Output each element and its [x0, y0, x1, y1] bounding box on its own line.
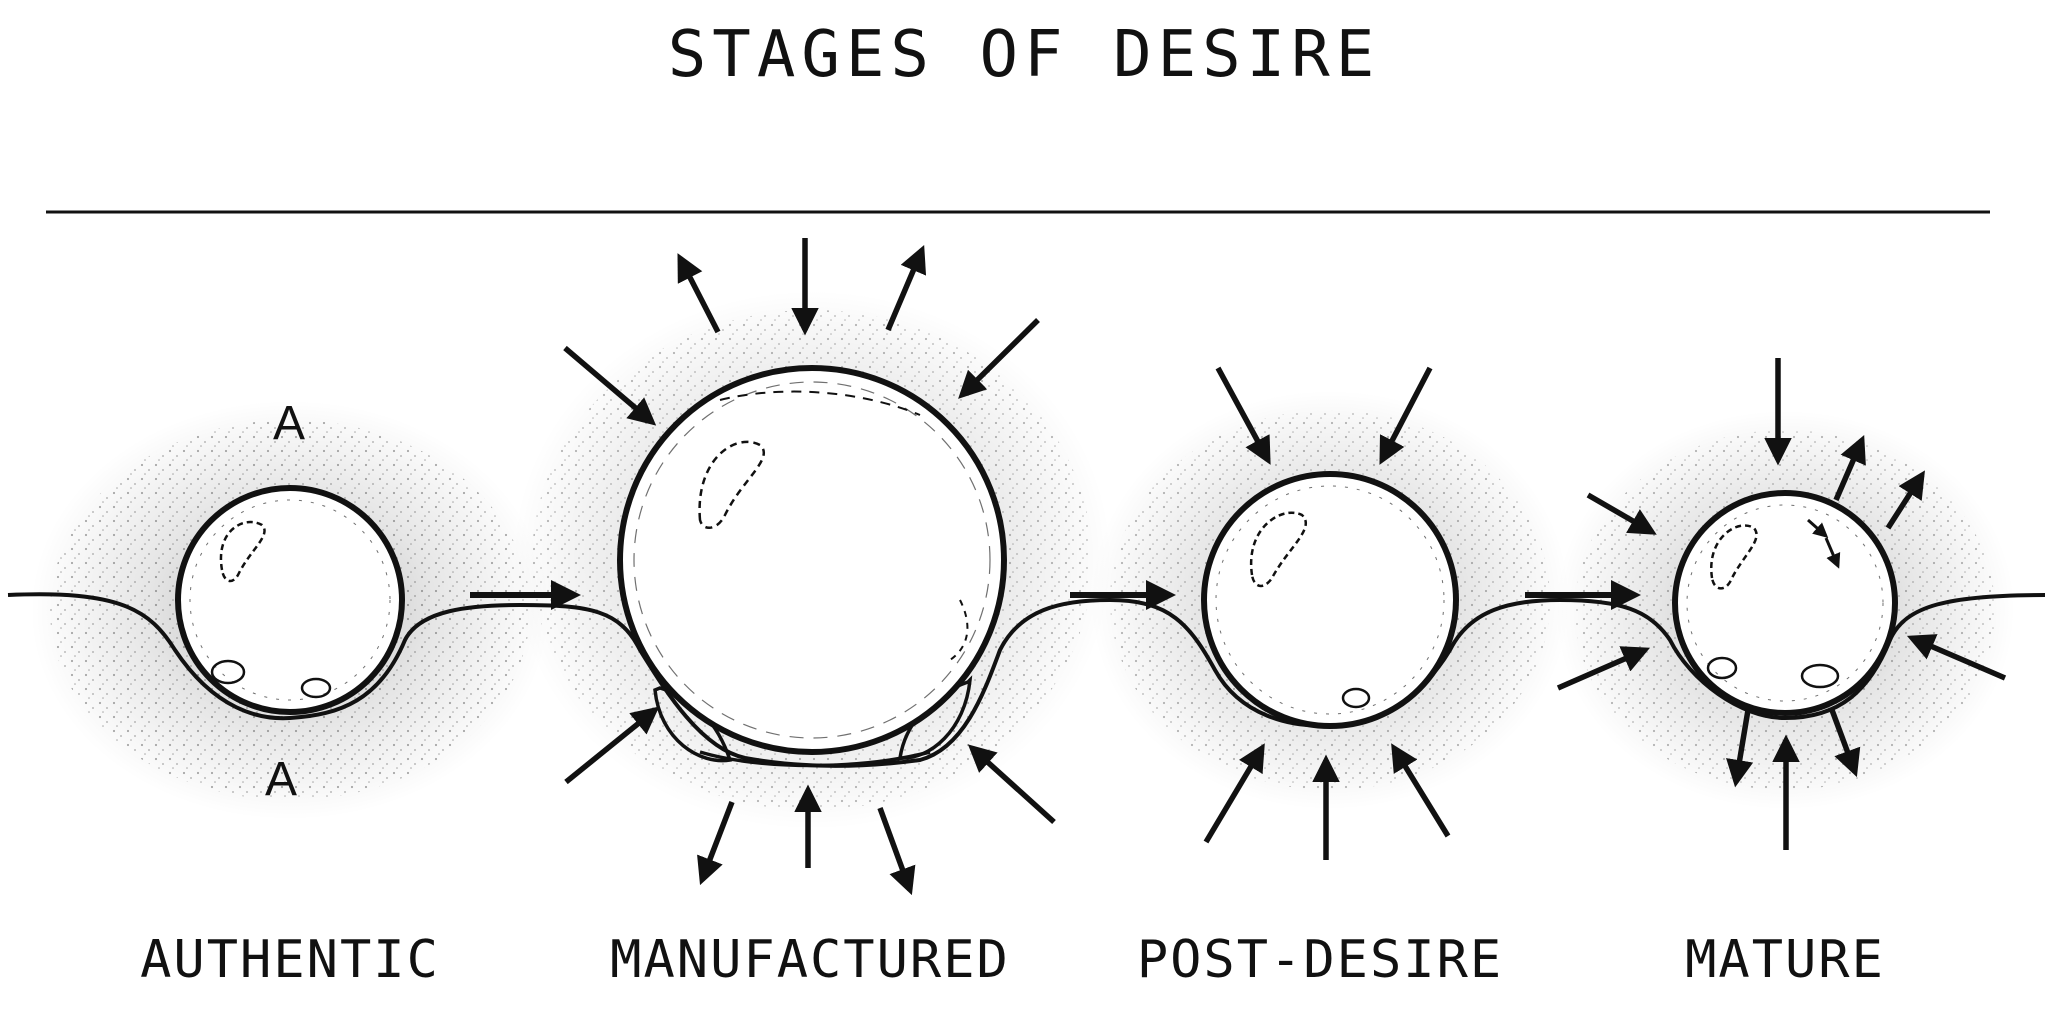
force-arrow — [958, 318, 1040, 399]
force-arrow — [1215, 366, 1271, 465]
force-arrow — [877, 807, 916, 896]
force-arrows-mature — [1556, 358, 2007, 850]
force-arrow — [967, 744, 1056, 825]
force-arrow — [1391, 743, 1451, 838]
authentic-mark-bottom: A — [265, 753, 298, 806]
force-arrow — [1379, 366, 1433, 465]
ground-line — [7, 592, 2046, 768]
force-arrow — [564, 706, 660, 785]
sphere-manufactured — [617, 365, 1007, 755]
force-arrow — [1556, 646, 1651, 691]
stage-label-manufactured: MANUFACTURED — [610, 930, 1010, 990]
diagram-title: STAGES OF DESIRE — [667, 18, 1381, 92]
stage-label-mature: MATURE — [1685, 930, 1885, 990]
force-arrow — [677, 253, 721, 334]
stage-label-post-desire: POST-DESIRE — [1136, 930, 1504, 990]
sphere-mature — [1672, 490, 1898, 716]
force-arrow — [697, 801, 735, 886]
force-arrows-manufactured — [563, 238, 1056, 896]
force-arrow — [1726, 709, 1754, 788]
authentic-mark-top: A — [273, 397, 306, 450]
force-arrow — [1906, 634, 2007, 681]
sphere-post-desire — [1201, 471, 1459, 729]
sphere-authentic — [175, 485, 405, 715]
force-arrows-post-desire — [1203, 366, 1451, 860]
force-arrow — [885, 244, 927, 332]
stage-label-authentic: AUTHENTIC — [140, 930, 440, 990]
force-arrow — [1203, 743, 1265, 844]
force-arrow — [1829, 709, 1861, 778]
force-arrow — [1586, 492, 1657, 535]
force-arrow — [1833, 434, 1866, 502]
force-arrow — [1885, 470, 1925, 530]
force-arrow — [563, 345, 657, 426]
